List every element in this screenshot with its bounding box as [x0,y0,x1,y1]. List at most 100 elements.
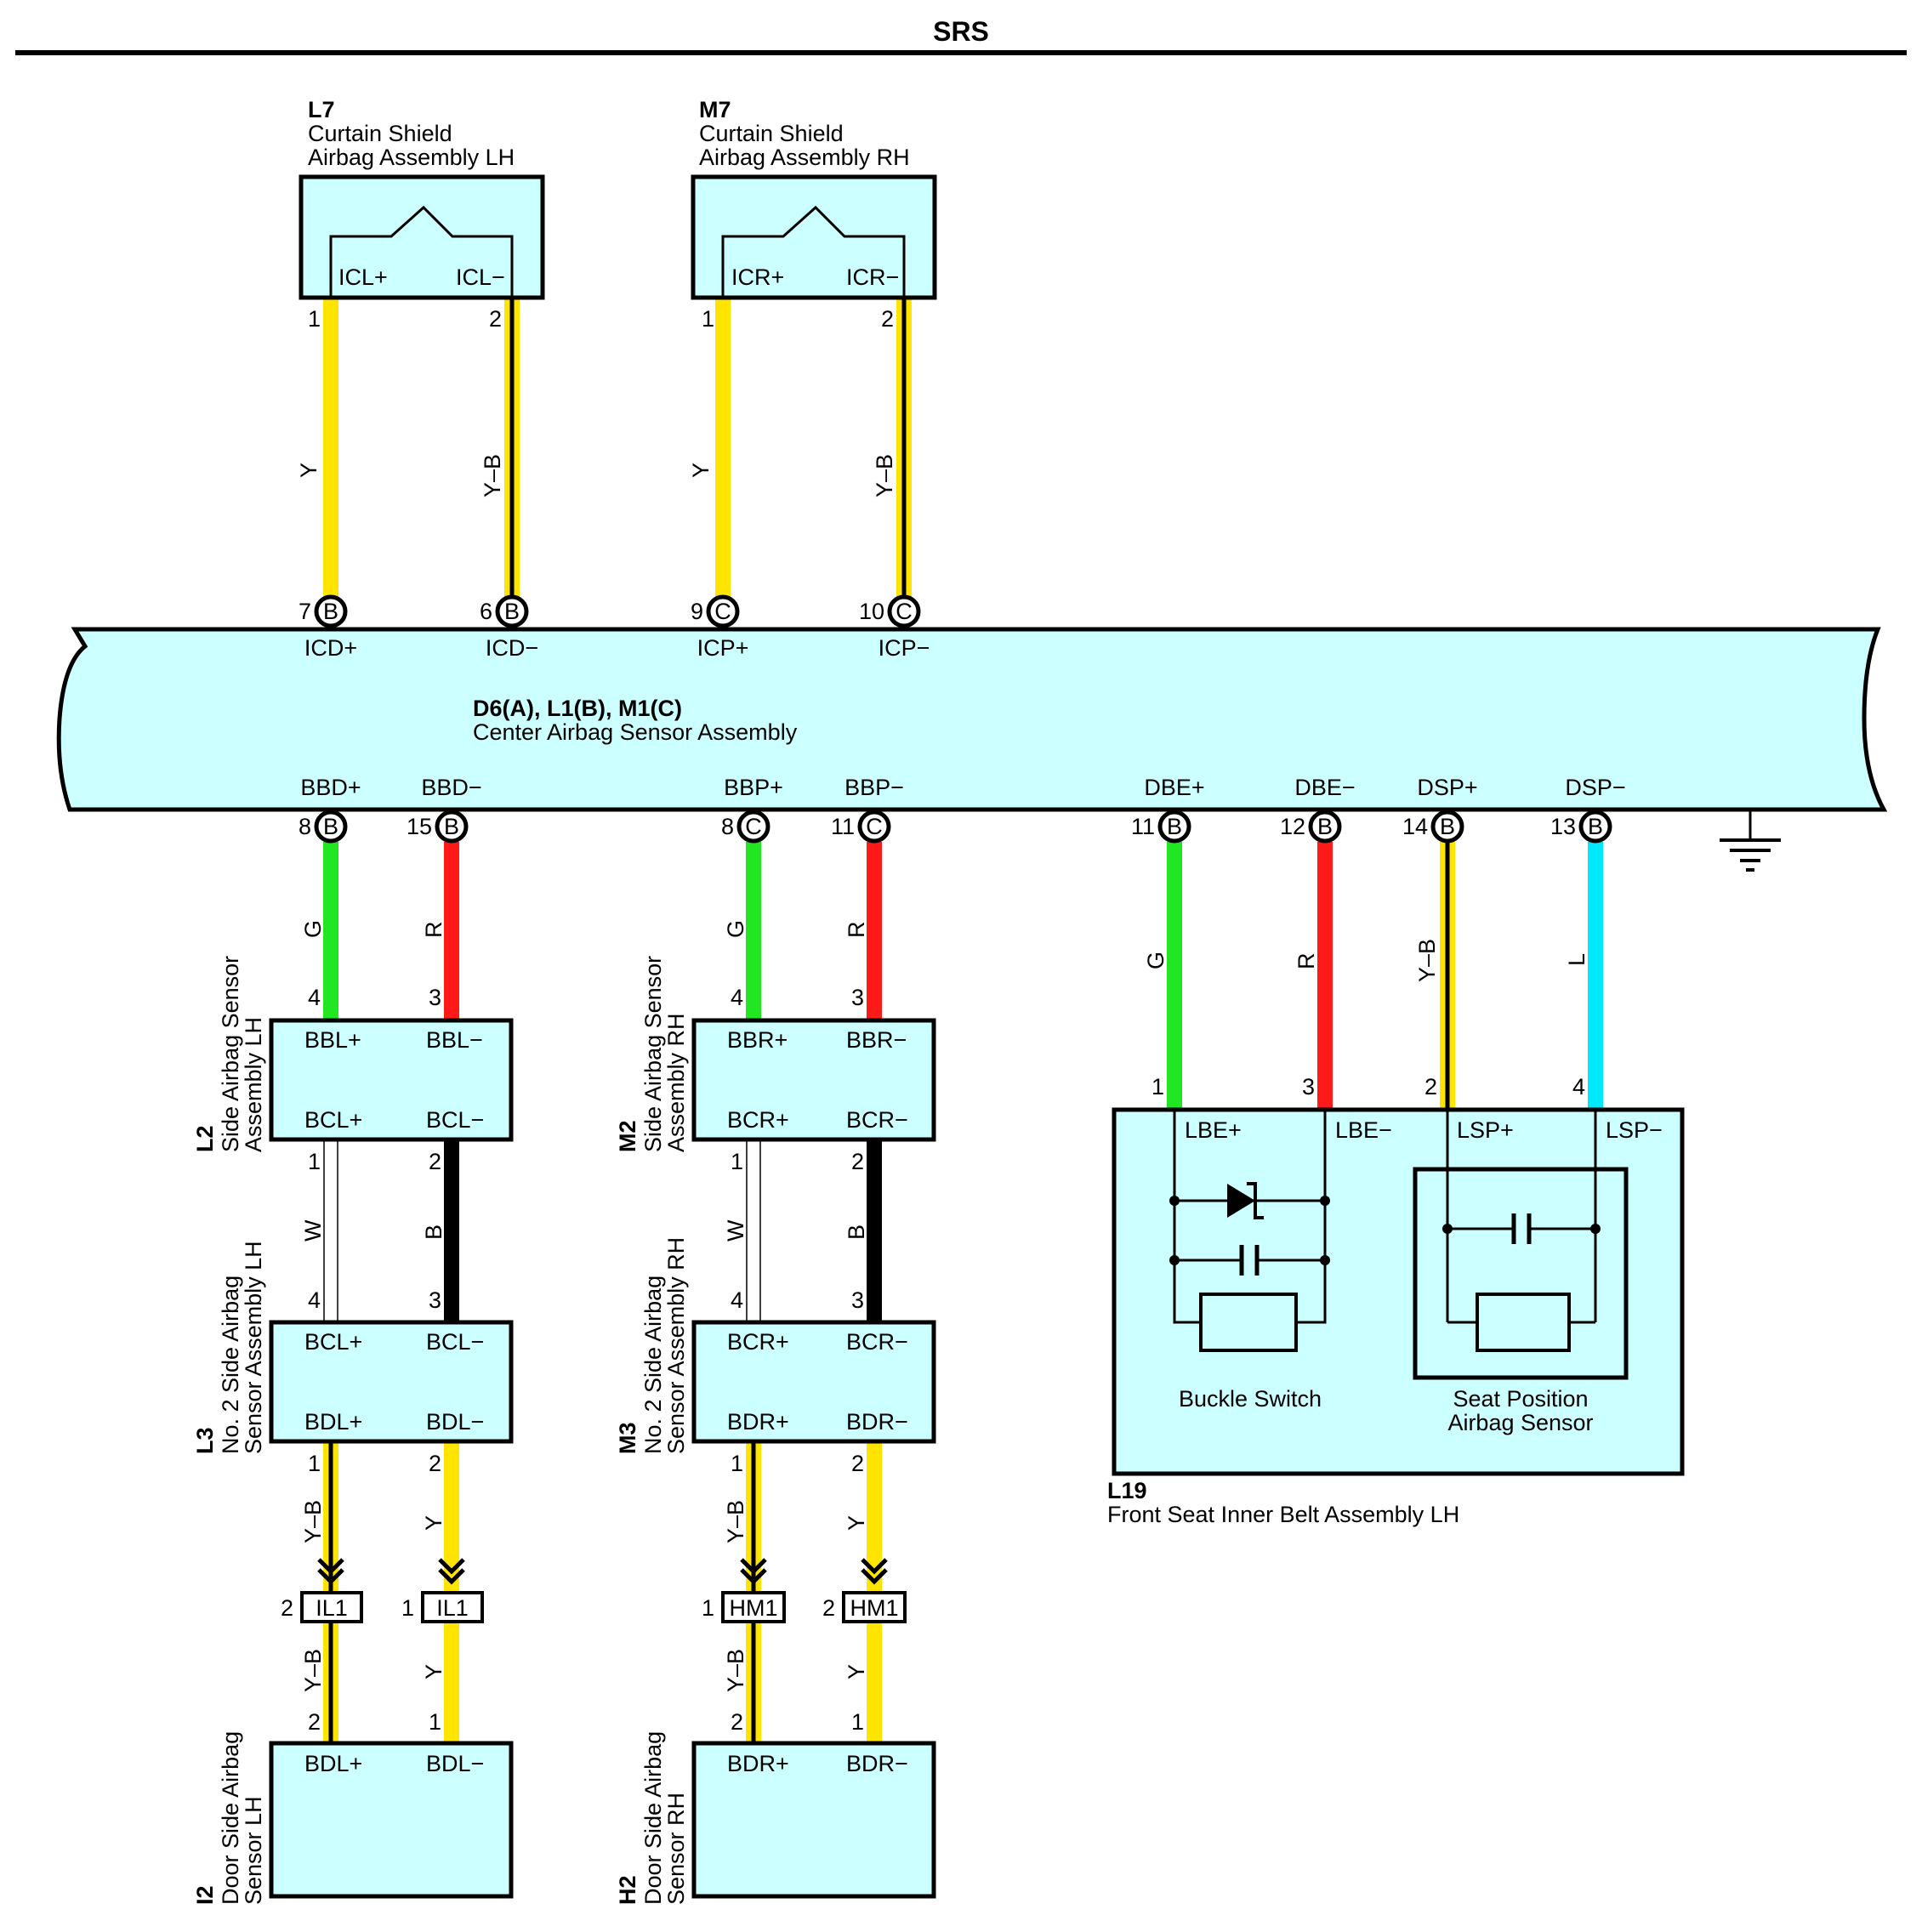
svg-text:3: 3 [1302,1074,1315,1100]
svg-text:3: 3 [851,985,864,1010]
ecu-label-icp-plus: ICP+ [697,635,749,661]
m7-name2: Airbag Assembly RH [699,145,910,170]
m7-term2: ICR− [846,264,899,290]
h2-code: H2 [615,1875,640,1905]
seat-position-sensor-circuit: Seat Position Airbag Sensor [1413,1110,1629,1435]
svg-text:2: 2 [429,1451,441,1476]
m3-term3: BDR+ [727,1409,789,1435]
wire-m2-w [746,1139,761,1323]
l2-g-color: G [300,920,326,938]
svg-text:4: 4 [731,985,743,1010]
ecu-bottom-pins: B 8 B 15 C 8 C 11 B 11 B 12 B 14 B 13 [299,810,1612,844]
svg-text:1: 1 [731,1451,743,1476]
m2-code: M2 [615,1120,640,1152]
svg-text:B: B [1440,814,1455,839]
svg-text:4: 4 [731,1287,743,1313]
l19-r-color: R [1294,953,1319,970]
l3-name1: No. 2 Side Airbag [218,1276,243,1454]
ecu-pin-9: 9 [691,599,703,624]
svg-text:2: 2 [851,1149,864,1174]
l3-term3: BDL+ [304,1409,362,1435]
m3-y-color: Y [844,1515,869,1531]
svg-text:B: B [504,599,520,624]
component-l3: 4 3 BCL+ BCL− BDL+ BDL− 1 2 L3 No. 2 Sid… [192,1241,514,1543]
ecu-label-bbp-plus: BBP+ [724,775,783,800]
l19-yb-color: Y–B [1414,939,1440,982]
svg-text:B: B [1317,814,1333,839]
svg-text:2: 2 [308,1709,321,1735]
ecu-pin-6: 6 [480,599,492,624]
l3-name2: Sensor Assembly LH [241,1241,266,1454]
h2-name2: Sensor RH [663,1793,689,1905]
hm1-pin-b: 2 [822,1595,835,1621]
ecu-label-bbd-minus: BBD− [421,775,481,800]
l7-term1: ICL+ [338,264,388,290]
il1-pin-a: 2 [281,1595,293,1621]
l2-term2: BBL− [426,1027,483,1053]
junction-il1: IL1 2 IL1 1 [281,1560,484,1623]
ecu-label-icd-minus: ICD− [486,635,538,661]
svg-text:1: 1 [308,1451,321,1476]
component-l7: L7 Curtain Shield Airbag Assembly LH ICL… [296,97,545,497]
svg-text:2: 2 [429,1149,441,1174]
hm1-label-a: HM1 [729,1595,777,1621]
seat-position-label-1: Seat Position [1453,1386,1588,1412]
l7-term2: ICL− [456,264,505,290]
l7-pin1: 1 [308,306,321,332]
m7-name1: Curtain Shield [699,121,844,146]
ecu-label-dsp-minus: DSP− [1565,775,1625,800]
svg-text:Y: Y [421,1664,446,1679]
svg-text:B: B [323,599,338,624]
svg-text:12: 12 [1280,814,1305,839]
svg-text:B: B [1588,814,1603,839]
l19-term4: LSP− [1606,1117,1663,1143]
ecu-label-bbd-plus: BBD+ [300,775,361,800]
m3-term1: BCR+ [727,1329,789,1355]
i2-name1: Door Side Airbag [218,1731,243,1905]
l2-term4: BCL− [426,1107,484,1133]
junction-hm1: HM1 1 HM1 2 [702,1560,907,1623]
m3-yb-color: Y–B [723,1500,748,1543]
l19-l-color: L [1564,953,1589,966]
m2-term1: BBR+ [727,1027,788,1053]
i2-term1: BDL+ [304,1751,362,1776]
m7-wire1-color: Y [688,463,714,478]
l3-yb-color: Y–B [300,1500,326,1543]
ecu-pin-10: 10 [859,599,884,624]
l7-name1: Curtain Shield [308,121,452,146]
m3-term4: BDR− [846,1409,908,1435]
svg-text:Y–B: Y–B [723,1649,748,1692]
l19-name: Front Seat Inner Belt Assembly LH [1107,1502,1459,1527]
svg-text:1: 1 [429,1709,441,1735]
l7-wire2-color: Y–B [480,454,505,497]
l19-term2: LBE− [1335,1117,1392,1143]
m2-r-color: R [844,922,869,939]
ecu-pin-7: 7 [299,599,311,624]
ecu-name: Center Airbag Sensor Assembly [473,719,798,745]
component-l19: 1 3 2 4 LBE+ LBE− LSP+ LSP− Buckle Swi [1107,1074,1685,1527]
component-h2: 2 1 BDR+ BDR− H2 Door Side Airbag Sensor… [615,1709,936,1905]
m7-code: M7 [699,97,731,122]
seat-position-label-2: Airbag Sensor [1447,1410,1593,1435]
svg-text:8: 8 [299,814,311,839]
l19-term1: LBE+ [1185,1117,1242,1143]
svg-text:3: 3 [851,1287,864,1313]
svg-text:3: 3 [429,985,441,1010]
l2-term3: BCL+ [304,1107,362,1133]
l19-g-color: G [1143,952,1169,969]
l2-name2: Assembly LH [241,1017,266,1152]
l19-code: L19 [1107,1478,1147,1503]
l2-term1: BBL+ [304,1027,361,1053]
h2-term2: BDR− [846,1751,908,1776]
m7-pin1: 1 [702,306,714,332]
svg-text:1: 1 [308,1149,321,1174]
l2-b-color: B [421,1225,446,1240]
ecu-codes: D6(A), L1(B), M1(C) [473,696,682,721]
ecu-label-bbp-minus: BBP− [844,775,904,800]
svg-text:C: C [896,599,913,624]
ground-icon [1720,810,1781,872]
svg-text:4: 4 [308,1287,321,1313]
m3-term2: BCR− [846,1329,908,1355]
svg-text:Y–B: Y–B [300,1649,326,1692]
component-l2: 4 3 BBL+ BBL− BCL+ BCL− 1 2 L2 Side Airb… [192,956,514,1242]
